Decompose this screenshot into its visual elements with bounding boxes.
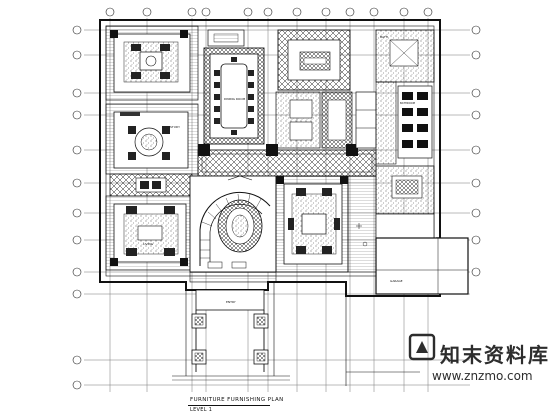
watermark-brand: 知末资料库 [440,343,550,367]
brand-logo-icon [408,333,436,361]
room-label-bathroom: BATHROOM [400,101,415,105]
title-underline [188,405,270,406]
drawing-title: FURNITURE FURNISHING PLAN [190,397,284,403]
room-label-study: STUDY [170,125,180,129]
watermark: 知末资料库 www.znzmo.com [392,333,548,399]
drawing-level: LEVEL 1 [190,407,213,413]
room-label-living: LIVING [143,242,154,246]
watermark-url: www.znzmo.com [432,369,533,383]
room-label-bath: BATH [380,35,388,39]
room-label-dining: DINING ROOM [224,97,246,101]
room-label-entry: ENTRY [226,300,236,304]
room-label-garage: GARAGE [390,279,403,283]
